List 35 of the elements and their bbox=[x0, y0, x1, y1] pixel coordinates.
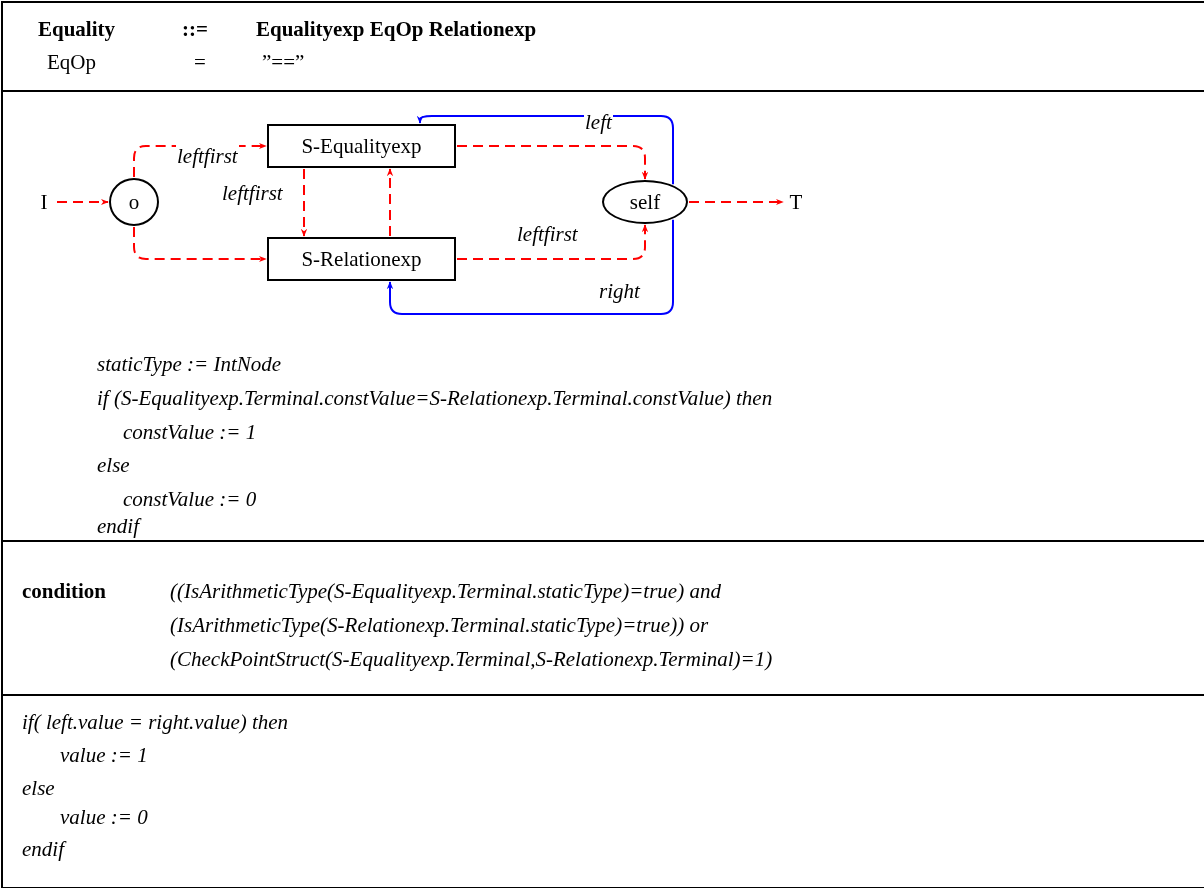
code-line: if (S-Equalityexp.Terminal.constValue=S-Relationexp.Terminal.constValue) then bbox=[97, 386, 773, 410]
process-box: S-Equalityexp bbox=[267, 124, 456, 168]
grammar-symbol: Equality bbox=[38, 17, 116, 41]
grammar-operator: ::= bbox=[182, 17, 208, 41]
code-line: constValue := 1 bbox=[123, 420, 257, 444]
arrow bbox=[300, 168, 308, 237]
code-line: constValue := 0 bbox=[123, 487, 257, 511]
circle-node: o bbox=[109, 178, 159, 226]
arrow bbox=[56, 198, 109, 206]
grammar-symbol: EqOp bbox=[47, 50, 96, 74]
arrow bbox=[456, 145, 649, 180]
edge-label: leftfirst bbox=[176, 144, 239, 168]
arrow bbox=[456, 224, 649, 260]
section-heading: condition bbox=[22, 579, 107, 603]
code-line: else bbox=[22, 776, 55, 800]
code-line: staticType := IntNode bbox=[97, 352, 282, 376]
condition-line: (CheckPointStruct(S-Equalityexp.Terminal,S-Relationexp.Terminal)=1) bbox=[170, 647, 773, 671]
arrow bbox=[133, 226, 267, 263]
arrow bbox=[688, 198, 784, 206]
ellipse-node: self bbox=[602, 180, 688, 224]
code-line: value := 1 bbox=[60, 743, 148, 767]
arrow bbox=[416, 115, 674, 186]
code-line: value := 0 bbox=[60, 805, 148, 829]
terminal-label: I bbox=[34, 190, 54, 214]
grammar-rule: Equalityexp EqOp Relationexp bbox=[256, 17, 537, 41]
code-line: else bbox=[97, 453, 130, 477]
code-line: if( left.value = right.value) then bbox=[22, 710, 289, 734]
grammar-rule: ”==” bbox=[262, 50, 305, 74]
condition-line: ((IsArithmeticType(S-Equalityexp.Terminal.staticType)=true) and bbox=[170, 579, 721, 603]
arrow bbox=[386, 218, 674, 315]
arrow bbox=[386, 168, 394, 237]
process-box: S-Relationexp bbox=[267, 237, 456, 281]
grammar-operator: = bbox=[194, 50, 206, 74]
condition-line: (IsArithmeticType(S-Relationexp.Terminal.staticType)=true)) or bbox=[170, 613, 709, 637]
terminal-label: T bbox=[786, 190, 806, 214]
